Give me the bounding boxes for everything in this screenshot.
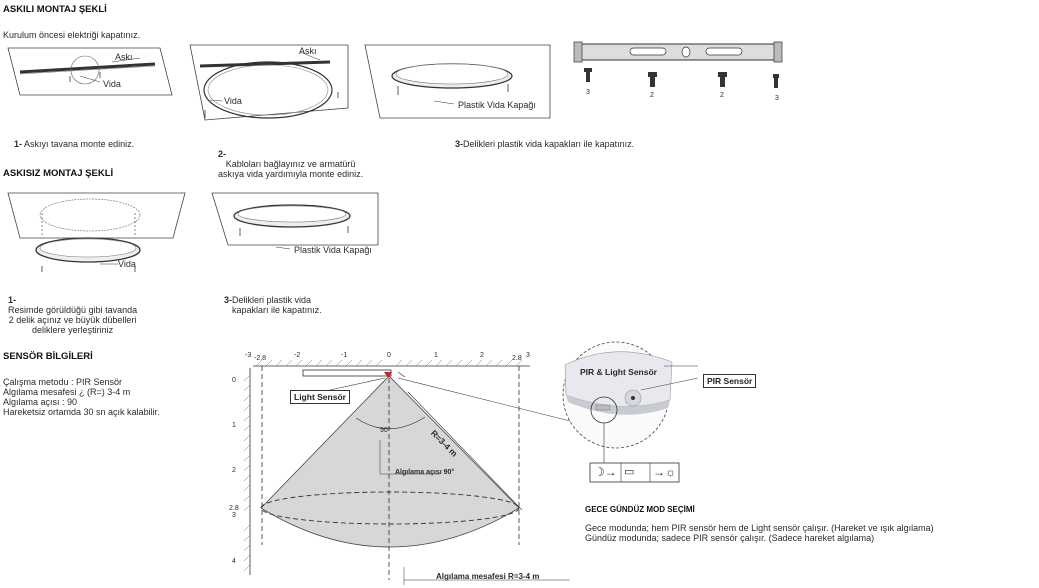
cap-label-2: Plastik Vida Kapağı [294, 245, 372, 255]
x-tick-2: 2 [480, 352, 484, 359]
fixture-on-hanger-illustration [189, 44, 349, 121]
step-1-text: Askıyı tavana monte ediniz. [24, 139, 135, 149]
power-off-note: Kurulum öncesi elektriği kapatınız. [3, 30, 141, 40]
step-a3: 3-Delikleri plastik vida kapakları ile k… [219, 285, 322, 315]
y-tick-4: 4 [232, 558, 236, 565]
sensor-coverage-diagram [243, 359, 579, 585]
screw-number-1: 3 [586, 89, 590, 96]
pir-sensor-label: PIR Sensör [703, 374, 757, 388]
step-a3-text: Delikleri plastik vida kapakları ile kap… [232, 295, 322, 315]
step-3: 3-Delikleri plastik vida kapakları ile k… [455, 139, 634, 149]
day-mode-text: Gündüz modunda; sadece PIR sensör çalışı… [585, 533, 875, 543]
no-hanger-ceiling-illustration [7, 192, 186, 272]
screw-label-2: Vida [224, 96, 242, 106]
step-3-number: 3- [455, 139, 464, 149]
step-a3-number: 3- [224, 295, 233, 305]
screw-label-3: Vida [118, 259, 136, 269]
section-title-sensor: SENSÖR BİLGİLERİ [3, 351, 93, 362]
sensor-line-1: Çalışma metodu : PIR Sensör [3, 377, 123, 387]
x-tick-2-8: 2.8 [512, 355, 522, 362]
step-a1-text: Resimde görüldüğü gibi tavanda 2 delik a… [8, 305, 138, 335]
bracket-closeup-illustration [573, 41, 783, 88]
x-tick-m3: -3 [245, 352, 252, 359]
x-tick-m2: -2 [294, 352, 301, 359]
step-a1-number: 1- [8, 295, 17, 305]
hanger-label-2: Askı [299, 46, 317, 56]
screw-label: Vida [103, 79, 121, 89]
hanger-label: Askı [115, 52, 133, 62]
section-title-hanger-mount: ASKILI MONTAJ ŞEKLİ [3, 4, 107, 15]
step-2-number: 2- [218, 149, 227, 159]
sensor-line-4: Hareketsiz ortamda 30 sn açık kalabilir. [3, 407, 160, 417]
step-3-text: Delikleri plastik vida kapakları ile kap… [463, 139, 635, 149]
y-tick-2-8: 2.8 [229, 505, 239, 512]
section-title-no-hanger-mount: ASKISIZ MONTAJ ŞEKLİ [3, 168, 114, 179]
x-tick-3: 3 [526, 352, 530, 359]
screw-cap-illustration [364, 44, 551, 119]
screw-number-4: 3 [775, 95, 779, 102]
no-hanger-cap-illustration [211, 192, 379, 250]
step-1: 1- Askıyı tavana monte ediniz. [14, 139, 134, 149]
pir-light-sensor-label: PIR & Light Sensör [580, 367, 657, 377]
light-sensor-label: Light Sensör [290, 390, 350, 404]
sensor-line-3: Algılama açısı : 90 [3, 397, 78, 407]
angle-caption: Algılama açısı 90° [395, 469, 455, 476]
sensor-closeup [562, 341, 699, 483]
y-tick-0: 0 [232, 377, 236, 384]
angle-label: 90° [380, 427, 391, 434]
y-tick-3: 3 [232, 512, 236, 519]
hanger-ceiling-illustration [7, 47, 173, 96]
night-mode-text: Gece modunda; hem PIR sensör hem de Ligh… [585, 523, 934, 533]
distance-caption: Algılama mesafesi R=3-4 m [436, 572, 540, 581]
screw-number-3: 2 [720, 92, 724, 99]
x-tick-0: 0 [387, 352, 391, 359]
x-tick-m1: -1 [341, 352, 348, 359]
switch-icon: ▭ [624, 466, 635, 478]
mode-selection-title: GECE GÜNDÜZ MOD SEÇİMİ [585, 505, 695, 514]
x-tick-m2-8: -2.8 [254, 355, 267, 362]
step-a1: 1- Resimde görüldüğü gibi tavanda 2 deli… [3, 285, 137, 335]
screw-number-2: 2 [650, 92, 654, 99]
day-mode-icon: →☼ [653, 465, 676, 479]
x-tick-1: 1 [434, 352, 438, 359]
y-tick-2: 2 [232, 467, 236, 474]
step-1-number: 1- [14, 139, 23, 149]
step-2-text: Kabloları bağlayınız ve armatürü askıya … [218, 159, 364, 179]
cap-label: Plastik Vida Kapağı [458, 100, 536, 110]
step-2: 2- Kabloları bağlayınız ve armatürü askı… [213, 139, 363, 179]
sensor-line-2: Algılama mesafesi ¿ (R=) 3-4 m [3, 387, 131, 397]
night-mode-icon: ☽→ [594, 465, 617, 479]
y-tick-1: 1 [232, 422, 236, 429]
